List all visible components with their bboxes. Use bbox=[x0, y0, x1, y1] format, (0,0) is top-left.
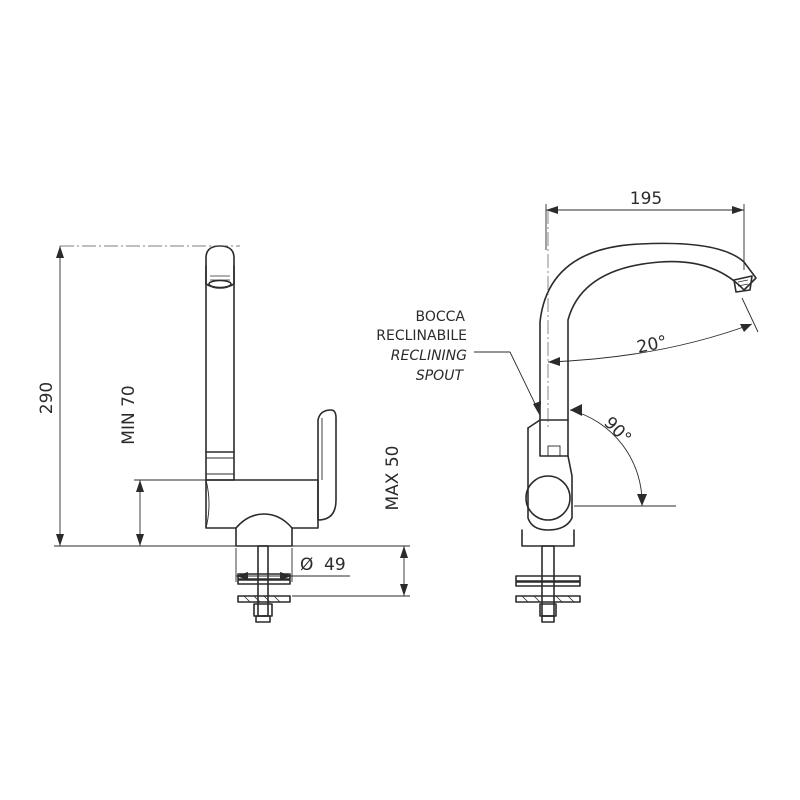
callout-en-line2: SPOUT bbox=[416, 368, 465, 384]
diameter-value: 49 bbox=[324, 555, 346, 575]
front-view-faucet bbox=[205, 245, 337, 623]
max-deck-label: MAX 50 bbox=[383, 446, 403, 511]
dimension-max-deck bbox=[292, 545, 410, 597]
angle-rotation bbox=[569, 404, 676, 507]
reach-label: 195 bbox=[630, 189, 662, 209]
dimension-diameter bbox=[235, 548, 350, 582]
diameter-symbol: Ø bbox=[300, 555, 313, 575]
dimension-height bbox=[54, 246, 240, 547]
dimension-reach bbox=[545, 204, 745, 270]
angle-tilt bbox=[547, 297, 759, 366]
callout-leader bbox=[474, 351, 541, 416]
callout-en-line1: RECLINING bbox=[391, 348, 467, 364]
callout-it-line2: RECLINABILE bbox=[376, 328, 467, 344]
tilt-angle-label: 20° bbox=[635, 332, 669, 358]
height-total-label: 290 bbox=[37, 382, 57, 414]
side-view-faucet bbox=[515, 242, 757, 623]
dimension-min-height bbox=[134, 479, 206, 546]
rotation-angle-label: 90° bbox=[600, 413, 635, 448]
callout-it-line1: BOCCA bbox=[415, 309, 465, 325]
min-height-label: MIN 70 bbox=[119, 385, 139, 444]
